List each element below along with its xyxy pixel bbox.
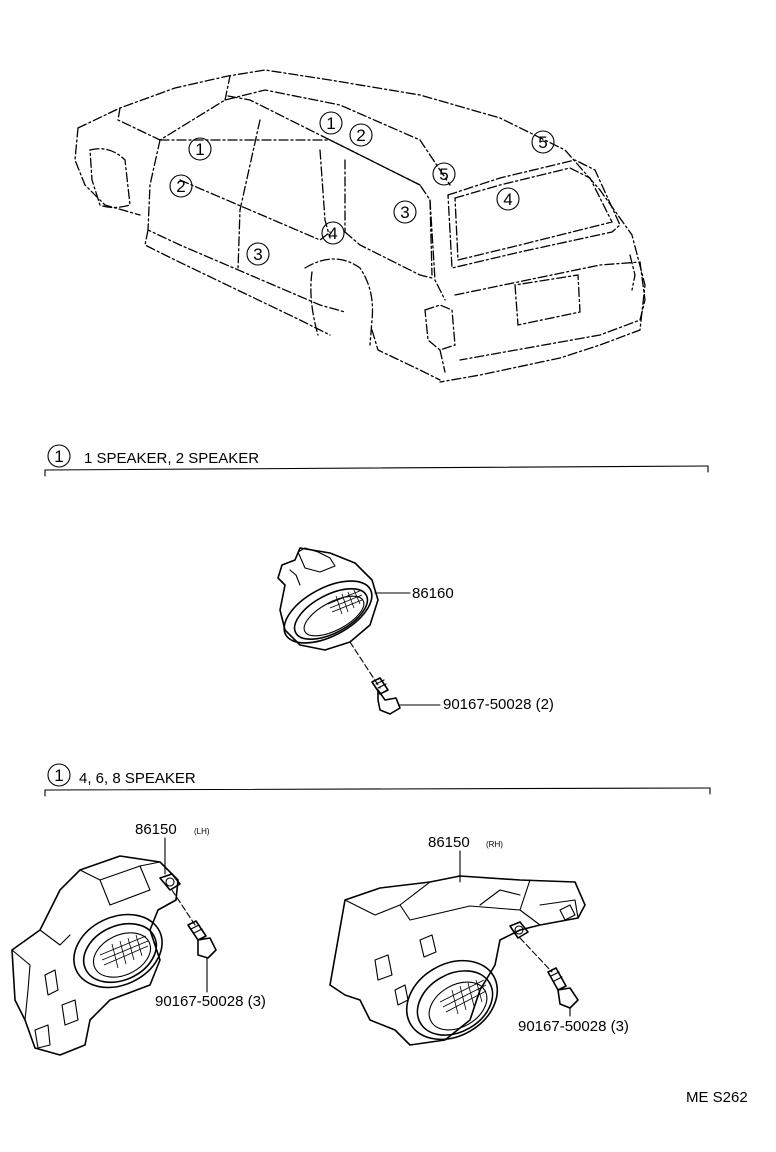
callout-1a: 1: [188, 137, 212, 161]
section-1-marker: 1: [54, 447, 63, 466]
callout-2a: 2: [169, 174, 193, 198]
callout-3b: 3: [393, 200, 417, 224]
callout-4a: 4: [321, 221, 345, 245]
callout-3a: 3: [246, 242, 270, 266]
part-screw-a-label: 90167-50028 (2): [443, 696, 554, 713]
section-1-header: 1 1 SPEAKER, 2 SPEAKER: [44, 444, 709, 477]
speaker-86150-lh-drawing: [11, 855, 217, 1056]
section-2-title: 4, 6, 8 SPEAKER: [79, 770, 196, 787]
svg-text:3: 3: [253, 245, 262, 264]
svg-text:1: 1: [326, 114, 335, 133]
callout-5b: 5: [531, 130, 555, 154]
vehicle-outline: [74, 69, 646, 383]
svg-text:5: 5: [538, 133, 547, 152]
part-86150-rh-label: 86150: [428, 834, 470, 851]
part-86160-label: 86160: [412, 585, 454, 602]
callout-4b: 4: [496, 187, 520, 211]
part-86150-lh-side: (LH): [194, 827, 210, 836]
callout-2b: 2: [349, 123, 373, 147]
diagram-code: ME S262: [686, 1089, 748, 1106]
svg-text:2: 2: [356, 126, 365, 145]
part-86150-lh-label: 86150: [135, 821, 177, 838]
svg-text:5: 5: [439, 165, 448, 184]
svg-text:3: 3: [400, 203, 409, 222]
svg-text:4: 4: [503, 190, 512, 209]
part-screw-rh-label: 90167-50028 (3): [518, 1018, 629, 1035]
part-screw-lh-label: 90167-50028 (3): [155, 993, 266, 1010]
speaker-86160-drawing: [277, 547, 401, 715]
section-2-marker: 1: [54, 766, 63, 785]
svg-text:1: 1: [195, 140, 204, 159]
part-86150-rh-side: (RH): [486, 840, 503, 849]
svg-text:2: 2: [176, 177, 185, 196]
section-2-header: 1 4, 6, 8 SPEAKER: [44, 763, 711, 797]
svg-text:4: 4: [328, 224, 337, 243]
callout-5a: 5: [432, 162, 456, 186]
section-1-title: 1 SPEAKER, 2 SPEAKER: [84, 450, 259, 467]
callout-1b: 1: [319, 111, 343, 135]
speaker-86150-rh-drawing: [329, 875, 586, 1046]
